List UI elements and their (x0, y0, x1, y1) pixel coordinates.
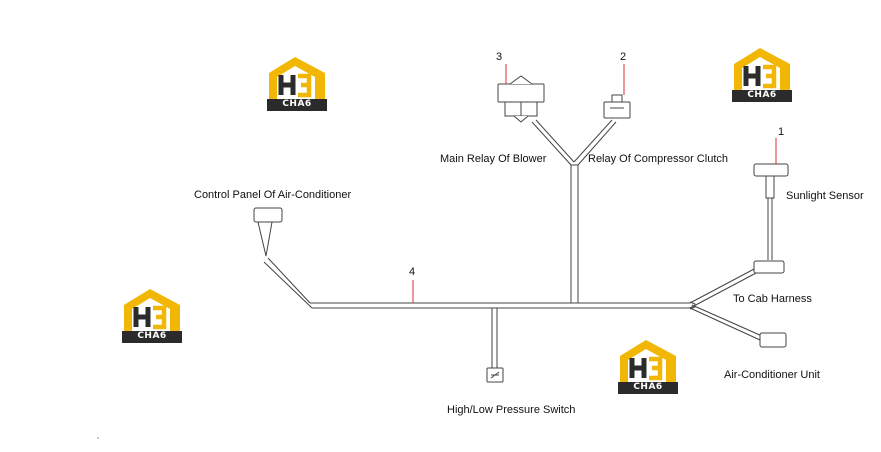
sunlight-sensor-lead (767, 198, 773, 260)
callout-number-1: 1 (778, 126, 785, 138)
cab-harness-branch (689, 267, 759, 309)
ac-unit-branch (689, 304, 763, 341)
watermark-logo: CHA6 (730, 46, 794, 104)
logo-text: CHA6 (282, 99, 312, 109)
ac-unit-connector (759, 332, 787, 348)
harness-end-cap (689, 301, 696, 310)
compressor-relay-connector-top (611, 94, 623, 103)
stray-dot (97, 437, 99, 439)
label-to-cab-harness: To Cab Harness (733, 293, 812, 305)
relay-split-left (531, 119, 575, 166)
label-relay-compressor-clutch: Relay Of Compressor Clutch (588, 153, 728, 165)
main-relay-connector-detail (509, 75, 533, 123)
label-control-panel: Control Panel Of Air-Conditioner (194, 189, 352, 201)
sunlight-sensor-body (765, 175, 775, 199)
watermark-logo: CHA6 (120, 287, 184, 345)
main-harness (310, 302, 690, 309)
pressure-switch-symbol (490, 371, 500, 379)
cab-harness-connector (753, 260, 785, 274)
main-relay-connector (497, 83, 545, 103)
control-panel-branch (263, 257, 313, 309)
relay-split-right (573, 119, 617, 166)
callout-number-4: 4 (409, 266, 416, 278)
logo-icon (122, 289, 182, 343)
pressure-switch-branch (491, 308, 498, 368)
label-main-relay-blower: Main Relay Of Blower (440, 153, 547, 165)
control-panel-connector-taper (257, 221, 273, 257)
sunlight-sensor-connector (753, 163, 789, 177)
callout-number-3: 3 (496, 51, 503, 63)
callout-number-2: 2 (620, 51, 627, 63)
label-pressure-switch: High/Low Pressure Switch (447, 404, 576, 416)
logo-text: CHA6 (633, 382, 663, 392)
logo-icon (732, 48, 792, 102)
watermark-logo: CHA6 (616, 338, 680, 396)
label-sunlight-sensor: Sunlight Sensor (786, 190, 864, 202)
control-panel-connector (253, 207, 283, 223)
logo-text: CHA6 (137, 331, 167, 341)
label-ac-unit: Air-Conditioner Unit (724, 369, 820, 381)
compressor-relay-connector (603, 101, 631, 119)
logo-icon (267, 57, 327, 111)
logo-icon (618, 340, 678, 394)
relay-branch (570, 164, 579, 303)
watermark-logo: CHA6 (265, 55, 329, 113)
logo-text: CHA6 (747, 90, 777, 100)
